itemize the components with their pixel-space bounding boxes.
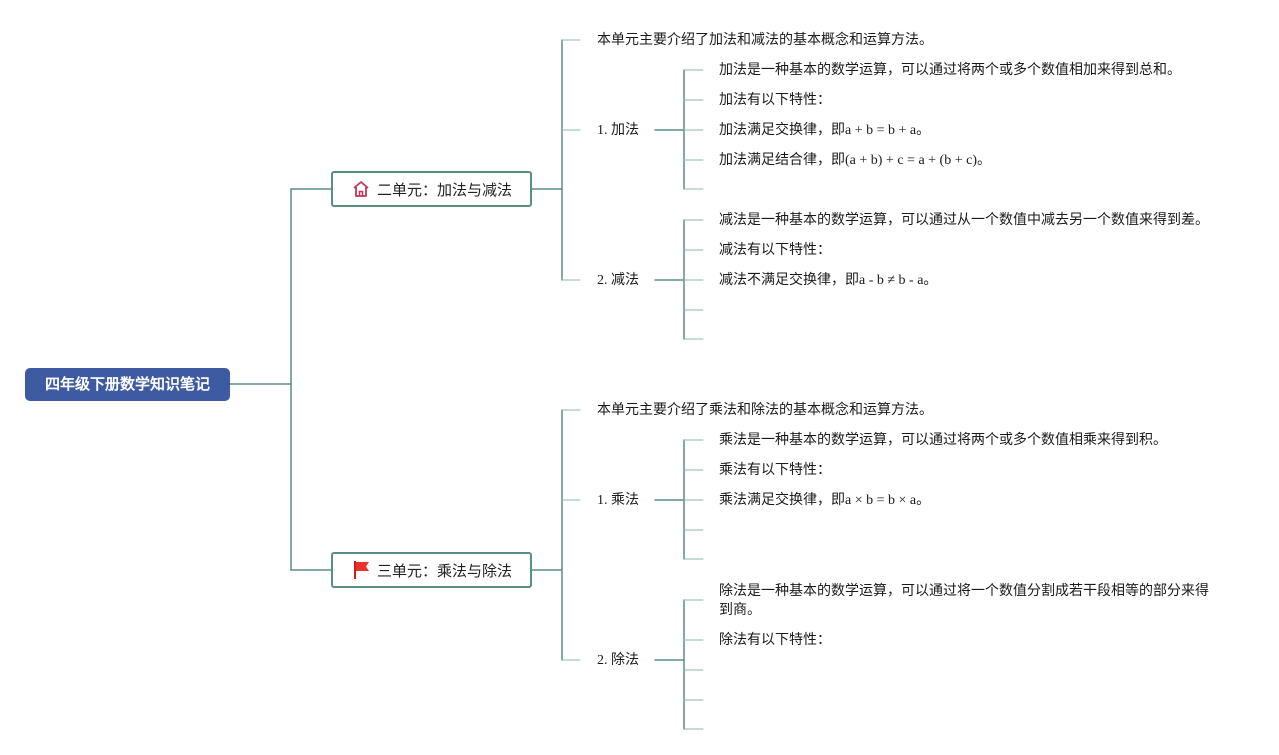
list-item: 除法有以下特性： <box>719 633 831 648</box>
unit1-leaf-ticks <box>561 39 581 281</box>
list-item: 减法不满足交换律，即a - b ≠ b - a。 <box>719 273 938 288</box>
list-item: 加法满足交换律，即a + b = b + a。 <box>719 123 931 138</box>
section-label-subtraction[interactable]: 2. 减法 <box>597 273 639 288</box>
unit-label: 三单元：乘法与除法 <box>376 561 512 580</box>
root-node[interactable]: 四年级下册数学知识笔记 <box>25 368 230 401</box>
list-item: 加法满足结合律，即(a + b) + c = a + (b + c)。 <box>719 153 991 168</box>
sec-addition-ticks <box>683 69 704 190</box>
section-label-addition[interactable]: 1. 加法 <box>597 123 639 138</box>
house-icon <box>351 179 371 199</box>
unit-node-addition-subtraction[interactable]: 二单元：加法与减法 <box>331 171 532 207</box>
sec-subtraction-ticks <box>683 219 704 340</box>
unit-intro: 本单元主要介绍了乘法和除法的基本概念和运算方法。 <box>597 403 933 418</box>
unit2-connectors <box>531 409 563 661</box>
list-item: 加法是一种基本的数学运算，可以通过将两个或多个数值相加来得到总和。 <box>719 63 1181 78</box>
section-label-multiplication[interactable]: 1. 乘法 <box>597 493 639 508</box>
sec-division-ticks <box>683 599 704 730</box>
sec-addition-connectors <box>654 69 685 190</box>
list-item: 减法有以下特性： <box>719 243 831 258</box>
list-item: 乘法有以下特性： <box>719 463 831 478</box>
unit2-leaf-ticks <box>561 409 581 661</box>
list-item: 除法是一种基本的数学运算，可以通过将一个数值分割成若干段相等的部分来得到商。 <box>719 584 1209 618</box>
root-connectors <box>229 188 332 571</box>
list-item: 乘法是一种基本的数学运算，可以通过将两个或多个数值相乘来得到积。 <box>719 433 1167 448</box>
unit-intro: 本单元主要介绍了加法和减法的基本概念和运算方法。 <box>597 33 933 48</box>
section-label-division[interactable]: 2. 除法 <box>597 653 639 668</box>
root-label: 四年级下册数学知识笔记 <box>44 375 210 393</box>
list-item: 减法是一种基本的数学运算，可以通过从一个数值中减去另一个数值来得到差。 <box>719 213 1209 228</box>
sec-multiplication-connectors <box>654 439 685 560</box>
unit-node-multiplication-division[interactable]: 三单元：乘法与除法 <box>331 552 532 588</box>
red-flag-icon <box>351 560 371 580</box>
list-item: 加法有以下特性： <box>719 93 831 108</box>
unit-label: 二单元：加法与减法 <box>376 180 512 199</box>
sec-subtraction-connectors <box>654 219 685 340</box>
list-item: 乘法满足交换律，即a × b = b × a。 <box>719 493 931 508</box>
sec-multiplication-ticks <box>683 439 704 560</box>
unit1-connectors <box>531 39 563 281</box>
sec-division-connectors <box>654 599 685 730</box>
